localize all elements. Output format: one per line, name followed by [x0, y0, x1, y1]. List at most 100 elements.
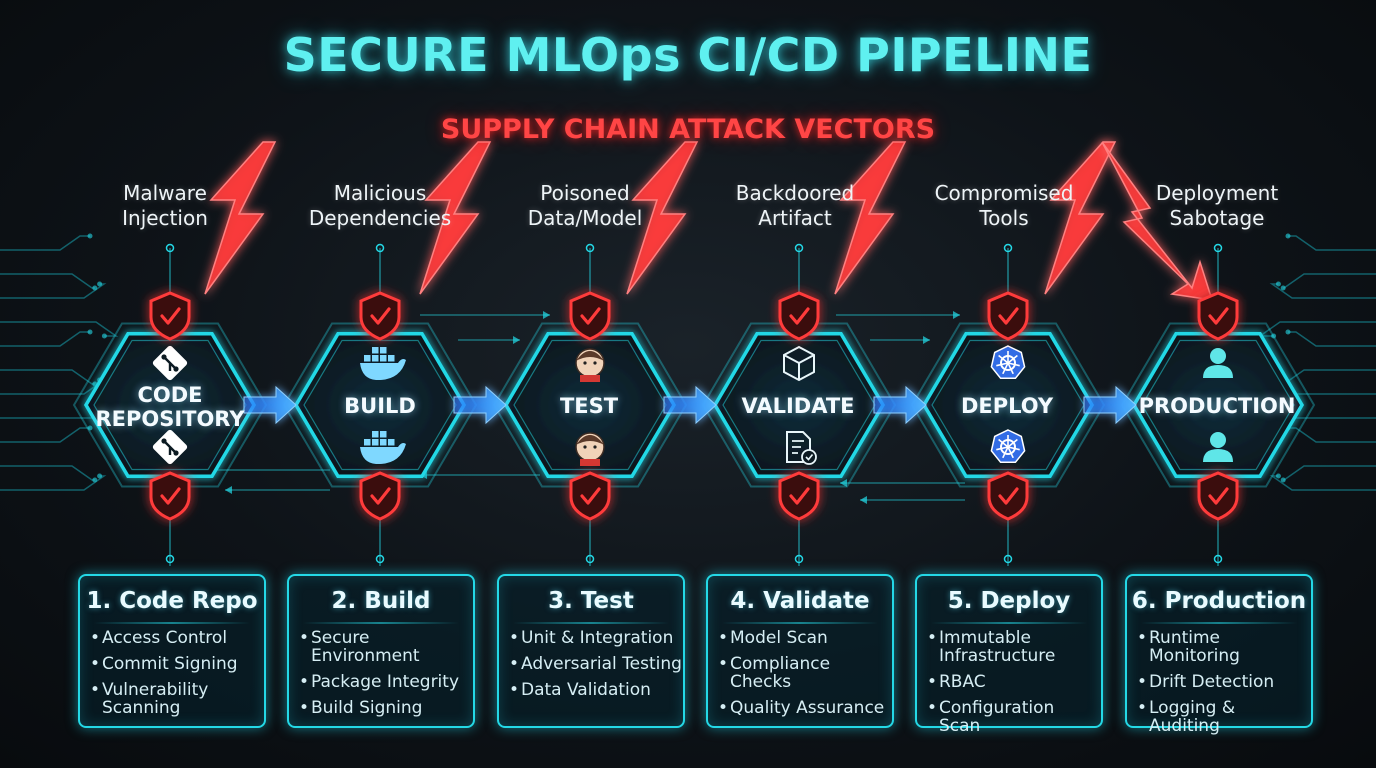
hexagon-inner-ring	[1141, 339, 1295, 471]
circuit-node	[97, 281, 103, 287]
document-check-icon	[786, 431, 817, 465]
attack-label-deployment-sabotage: Deployment Sabotage	[1122, 181, 1312, 231]
shield-check-icon	[987, 471, 1029, 521]
circuit-node	[1280, 285, 1286, 291]
stage-hexagon	[1120, 291, 1316, 521]
control-item: Access Control	[90, 629, 264, 647]
jenkins-icon	[575, 432, 605, 466]
hexagon-inner-ring	[93, 339, 247, 471]
shield-check-icon	[149, 291, 191, 341]
attack-label-line: Data/Model	[527, 206, 643, 230]
hexagon-frame	[83, 331, 257, 479]
control-item: Vulnerability Scanning	[90, 681, 264, 717]
control-card-production: 6. Production Runtime Monitoring Drift D…	[1125, 574, 1313, 735]
card-title: 4. Validate	[730, 588, 870, 614]
attack-bolts	[204, 141, 1214, 301]
attack-label-line: Malicious	[333, 181, 427, 205]
attack-label-line: Sabotage	[1169, 206, 1265, 230]
hexagon-outer-ring	[72, 322, 268, 488]
control-list: Secure Environment Package Integrity Bui…	[289, 629, 473, 717]
control-list: Immutable Infrastructure RBAC Configurat…	[917, 629, 1101, 735]
connector-node	[794, 554, 804, 564]
control-card-build: 2. Build Secure Environment Package Inte…	[287, 574, 475, 728]
control-item: Data Validation	[509, 681, 683, 699]
control-item: Logging & Auditing	[1137, 699, 1311, 735]
connector-node	[375, 243, 385, 253]
attack-label-backdoored-artifact: Backdoored Artifact	[700, 181, 890, 231]
circuit-trace	[1288, 331, 1376, 347]
card-title: 6. Production	[1131, 588, 1307, 614]
card-divider	[513, 622, 669, 624]
flow-arrowhead	[543, 311, 550, 319]
control-item: Package Integrity	[299, 673, 473, 691]
attack-label-malicious-dependencies: Malicious Dependencies	[285, 181, 475, 231]
stage-label-line: CODE	[137, 383, 203, 407]
circuit-node	[87, 425, 93, 431]
circuit-node	[1280, 477, 1286, 483]
control-item: RBAC	[927, 673, 1101, 691]
card-title: 3. Test	[548, 588, 634, 614]
shield-check-icon	[149, 471, 191, 521]
circuit-node	[92, 477, 98, 483]
shield-check-icon	[778, 291, 820, 341]
connector-node	[1213, 554, 1223, 564]
circuit-node	[1285, 329, 1291, 335]
circuit-trace	[1283, 273, 1376, 289]
stage-label-production: PRODUCTION	[1138, 394, 1296, 418]
control-item: Secure Environment	[299, 629, 473, 665]
control-item: Immutable Infrastructure	[927, 629, 1101, 665]
shield-check-icon	[778, 471, 820, 521]
circuit-trace	[0, 465, 95, 481]
stage-label-validate: VALIDATE	[741, 394, 855, 418]
circuit-node	[101, 333, 107, 339]
shield-check-icon	[569, 471, 611, 521]
attack-label-line: Backdoored	[735, 181, 855, 205]
connector-node	[165, 554, 175, 564]
circuit-node	[1275, 281, 1281, 287]
connector-node	[585, 243, 595, 253]
right-arrow-icon	[453, 385, 507, 425]
control-item: Drift Detection	[1137, 673, 1311, 691]
right-arrow-icon	[663, 385, 717, 425]
attack-label-line: Poisoned	[540, 181, 630, 205]
flow-arrowhead	[953, 311, 960, 319]
circuit-node	[87, 329, 93, 335]
stage-label-line: REPOSITORY	[95, 407, 245, 431]
circuit-node	[97, 473, 103, 479]
docker-icon	[360, 347, 406, 381]
control-card-deploy: 5. Deploy Immutable Infrastructure RBAC …	[915, 574, 1103, 735]
card-title: 2. Build	[331, 588, 431, 614]
card-divider	[1141, 622, 1297, 624]
shield-check-icon	[987, 291, 1029, 341]
lightning-bolt-icon	[834, 141, 907, 295]
circuit-lines-left	[0, 233, 119, 491]
kubernetes-icon	[990, 429, 1026, 464]
control-item: Runtime Monitoring	[1137, 629, 1311, 665]
shield-check-icon	[1197, 471, 1239, 521]
circuit-trace	[0, 321, 119, 337]
flow-arrowhead	[923, 336, 930, 344]
connector-node	[794, 243, 804, 253]
flow-arrowhead	[225, 486, 232, 494]
hexagon-inner-ring	[303, 339, 457, 471]
control-item: Quality Assurance	[718, 699, 892, 717]
control-list: Runtime Monitoring Drift Detection Loggi…	[1127, 629, 1311, 735]
stage-hexagons	[72, 291, 1316, 521]
stage-label-build: BUILD	[344, 394, 416, 418]
right-arrow-icon	[1083, 385, 1137, 425]
connector-node	[375, 554, 385, 564]
attack-label-poisoned-data-model: Poisoned Data/Model	[490, 181, 680, 231]
shield-check-icon	[359, 291, 401, 341]
circuit-node	[1275, 473, 1281, 479]
circuit-trace	[1269, 283, 1376, 299]
git-icon	[152, 429, 188, 465]
docker-icon	[360, 431, 406, 465]
user-icon	[1203, 432, 1233, 462]
stage-label-code-repository: CODE REPOSITORY	[85, 383, 255, 431]
card-divider	[931, 622, 1087, 624]
connector-node	[585, 554, 595, 564]
lightning-bolt-icon	[204, 141, 277, 295]
shield-check-icon	[359, 471, 401, 521]
